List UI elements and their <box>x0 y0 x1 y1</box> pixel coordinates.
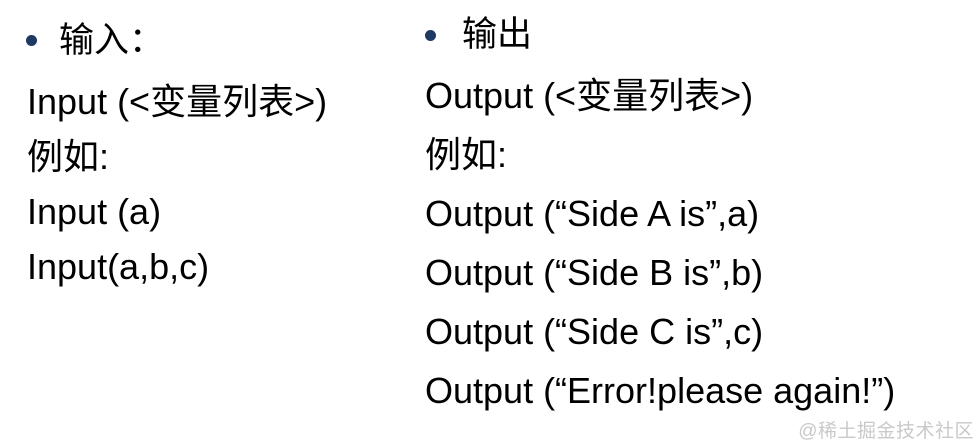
right-line-2: 例如: <box>425 134 508 175</box>
bullet-dot-icon <box>26 35 37 46</box>
right-bullet-heading: 输出 <box>425 16 532 54</box>
left-line-4: Input(a,b,c) <box>27 246 210 287</box>
left-bullet-label: 输入： <box>59 21 165 60</box>
right-line-6: Output (“Error!please again!”) <box>425 370 896 411</box>
right-column-lines: Output (<变量列表>) 例如: Output (“Side A is”,… <box>425 78 895 432</box>
left-column-lines: Input (<变量列表>) 例如: Input (a) Input(a,b,c… <box>27 84 327 304</box>
right-line-5: Output (“Side C is”,c) <box>425 311 764 352</box>
right-line-1: Output (<变量列表>) <box>425 75 754 116</box>
left-line-1: Input (<变量列表>) <box>27 81 328 122</box>
left-line-3: Input (a) <box>27 191 162 232</box>
left-line-2: 例如: <box>27 136 110 177</box>
right-line-4: Output (“Side B is”,b) <box>425 252 764 293</box>
bullet-dot-icon <box>425 30 436 41</box>
watermark: @稀土掘金技术社区 <box>798 421 974 442</box>
left-bullet-heading: 输入： <box>26 22 164 60</box>
right-line-3: Output (“Side A is”,a) <box>425 193 760 234</box>
right-bullet-label: 输出 <box>462 15 533 54</box>
